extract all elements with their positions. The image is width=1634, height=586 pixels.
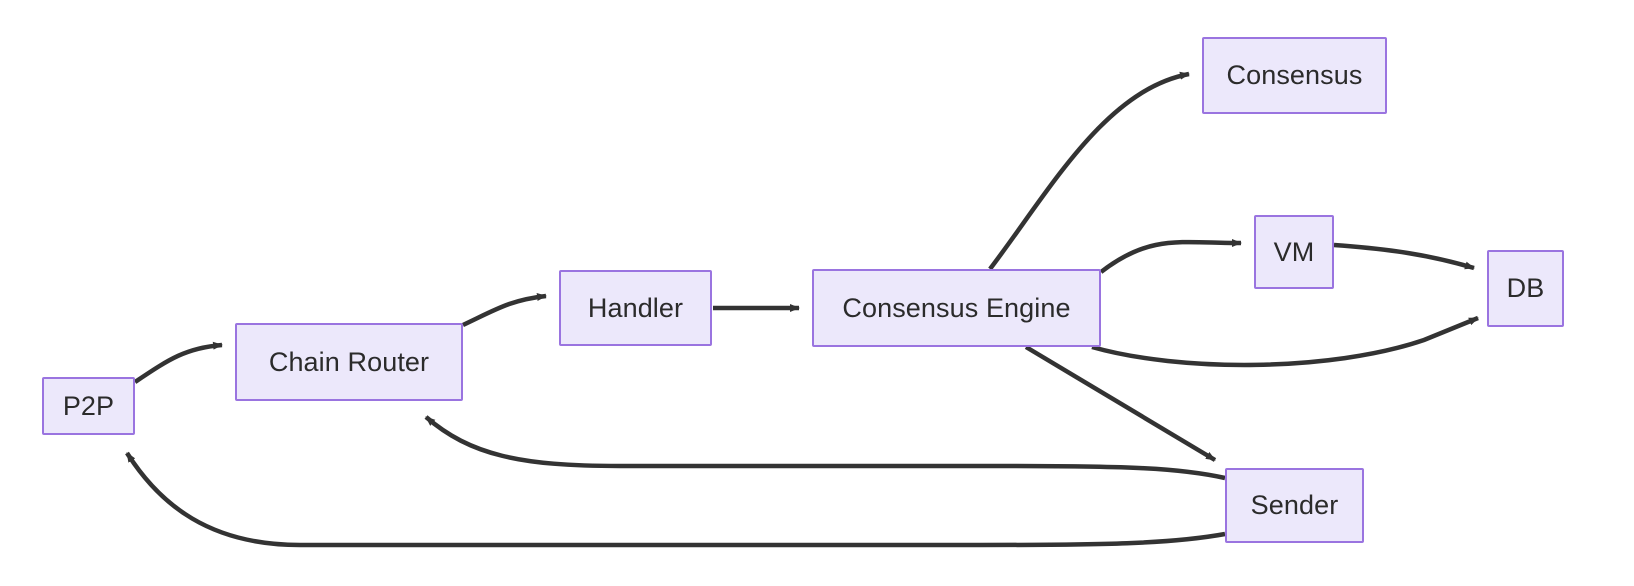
node-chain-router-label: Chain Router: [268, 346, 430, 377]
node-handler-label: Handler: [587, 292, 684, 323]
node-consensus-label: Consensus: [1226, 60, 1363, 90]
edge-consensus-engine-to-vm: [1099, 238, 1242, 274]
node-chain-router[interactable]: Chain Router: [235, 323, 463, 401]
node-p2p-label: P2P: [62, 390, 115, 421]
node-p2p[interactable]: P2P: [42, 377, 135, 435]
node-consensus[interactable]: Consensus: [1202, 37, 1387, 114]
node-sender-label: Sender: [1250, 490, 1339, 520]
edge-sender-to-chain-router: [424, 415, 1226, 481]
node-vm[interactable]: VM: [1254, 215, 1334, 289]
node-consensus-engine-label: Consensus Engine: [842, 292, 1071, 323]
edge-p2p-to-chain-router: [133, 341, 223, 384]
edge-consensus-engine-to-sender: [1024, 345, 1217, 462]
edge-vm-to-db: [1333, 242, 1475, 271]
edge-consensus-engine-to-consensus: [988, 71, 1190, 271]
node-vm-label: VM: [1273, 236, 1315, 267]
node-db-label: DB: [1506, 273, 1545, 303]
edge-consensus-engine-to-db: [1091, 315, 1479, 368]
edge-chain-router-to-handler: [462, 293, 547, 328]
node-sender[interactable]: Sender: [1225, 468, 1364, 543]
node-consensus-engine[interactable]: Consensus Engine: [812, 269, 1101, 347]
edge-sender-to-p2p: [125, 451, 1226, 548]
node-db[interactable]: DB: [1487, 250, 1564, 327]
node-handler[interactable]: Handler: [559, 270, 712, 346]
